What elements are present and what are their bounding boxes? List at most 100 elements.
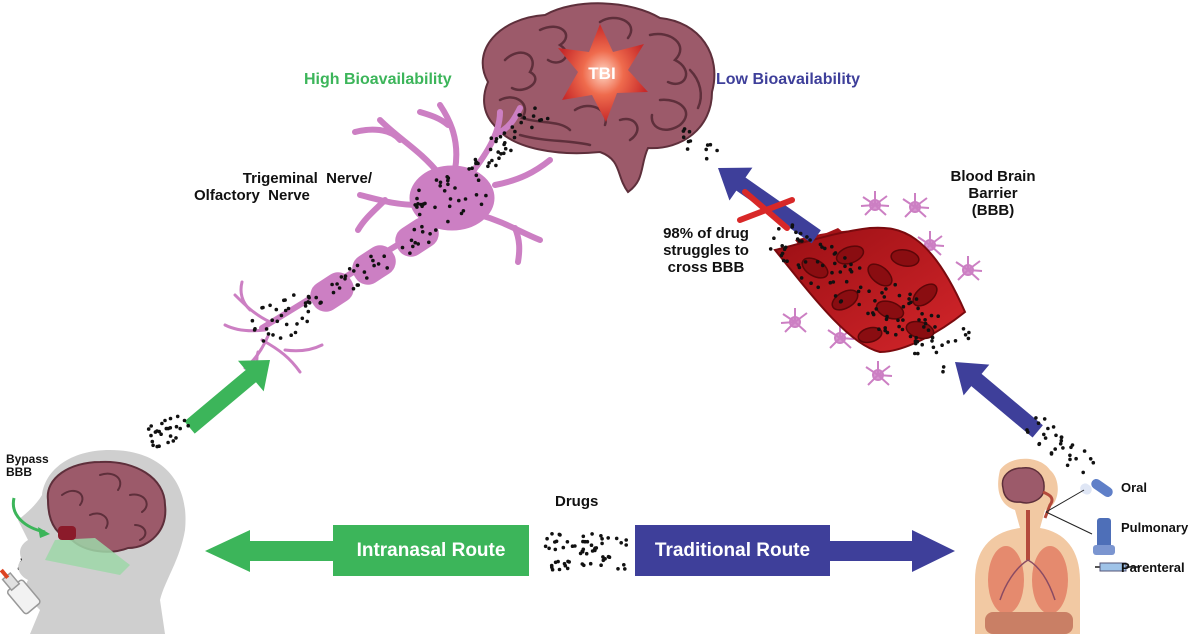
drug-dot xyxy=(779,253,784,258)
oral-pill-icon xyxy=(1080,478,1113,498)
drug-dot xyxy=(489,136,494,140)
bypass-label-line2: BBB xyxy=(6,465,32,480)
drug-dot xyxy=(805,235,809,239)
right-body xyxy=(975,458,1080,634)
drug-dot xyxy=(843,256,847,260)
drug-dot xyxy=(261,305,265,310)
drug-dot xyxy=(509,148,513,153)
drug-dot xyxy=(157,444,161,449)
drug-dot xyxy=(545,536,549,541)
drug-dot xyxy=(844,279,849,284)
drug-dot xyxy=(831,280,836,284)
drug-dot xyxy=(164,426,169,431)
drug-dot xyxy=(704,147,708,152)
drug-dot xyxy=(877,327,881,332)
drug-dot xyxy=(885,314,889,319)
drug-dot xyxy=(278,336,283,340)
drug-dot xyxy=(512,135,517,140)
drug-dot xyxy=(780,244,784,248)
drug-dot xyxy=(335,282,339,286)
drug-dot xyxy=(600,541,604,546)
drug-dot xyxy=(828,280,833,285)
drug-dot xyxy=(270,318,275,323)
drug-dot xyxy=(858,285,863,290)
drug-dot xyxy=(901,304,906,309)
drug-dot xyxy=(1042,432,1046,437)
drug-dot xyxy=(279,313,284,318)
drug-dot xyxy=(479,202,484,207)
drug-dot xyxy=(474,161,478,166)
drug-dot xyxy=(314,295,319,300)
drug-dot xyxy=(420,204,424,209)
drug-dot xyxy=(175,414,180,419)
drug-dot xyxy=(343,274,348,278)
drug-dot xyxy=(880,291,884,295)
drug-dot xyxy=(600,537,604,541)
drug-dot xyxy=(926,328,931,333)
drug-dot xyxy=(518,113,522,117)
drug-dot xyxy=(417,188,421,193)
drug-dot xyxy=(967,330,971,335)
drug-dot xyxy=(496,150,501,154)
drug-dot xyxy=(966,336,971,341)
drug-dot xyxy=(823,246,827,251)
parenteral-label: Parenteral xyxy=(1121,560,1185,575)
drug-dot xyxy=(914,297,919,301)
low-bioavailability-label: Low Bioavailability xyxy=(716,71,861,88)
pulmonary-inhaler-icon xyxy=(1093,518,1115,555)
drug-dot xyxy=(562,561,567,566)
struggle-label-line1: 98% of drug xyxy=(663,225,749,242)
bbb-label-line1: Blood Brain xyxy=(950,168,1036,185)
drug-dot xyxy=(838,300,843,304)
drug-dot xyxy=(897,293,902,298)
drug-dot xyxy=(498,134,503,139)
drug-dot xyxy=(408,251,412,255)
drug-dot xyxy=(438,184,443,188)
drug-dot xyxy=(682,127,687,131)
drug-dot xyxy=(1061,446,1065,450)
drug-dot xyxy=(376,262,381,266)
drug-dot xyxy=(623,567,627,571)
drug-dot xyxy=(900,327,905,332)
drug-dot xyxy=(382,254,387,258)
drug-dot xyxy=(820,245,824,249)
drug-dot xyxy=(566,559,570,564)
drug-dot xyxy=(355,283,360,287)
drug-dot xyxy=(803,260,808,264)
drug-dot xyxy=(151,443,155,448)
drug-dot xyxy=(295,322,299,326)
drug-dot xyxy=(490,158,494,163)
drug-dot xyxy=(554,539,559,544)
drug-dot xyxy=(530,125,534,130)
drug-dot xyxy=(519,120,523,125)
drug-dot xyxy=(1042,417,1047,421)
drug-dot xyxy=(961,327,966,331)
oral-label: Oral xyxy=(1121,480,1148,495)
drug-dot xyxy=(306,294,311,299)
drug-dot xyxy=(843,264,847,269)
bbb-label-line2: Barrier xyxy=(968,184,1018,202)
drug-dot xyxy=(178,426,182,431)
drug-dot xyxy=(318,300,323,305)
drug-dot xyxy=(901,318,905,322)
drug-dot xyxy=(874,307,879,311)
drug-dot xyxy=(833,294,838,298)
drug-dot xyxy=(413,240,418,245)
bypass-label-line1: Bypass xyxy=(6,452,49,466)
drug-dot xyxy=(614,536,619,541)
left-head xyxy=(0,450,186,634)
drug-dot xyxy=(416,202,420,206)
drug-dot xyxy=(268,303,272,308)
drug-dot xyxy=(339,275,344,279)
drug-dot xyxy=(250,318,255,323)
drug-dot xyxy=(565,540,570,544)
drug-dot xyxy=(545,116,550,121)
drug-dot xyxy=(371,258,375,263)
drug-dot xyxy=(816,285,820,290)
drug-dot xyxy=(908,334,913,339)
traditional-route-box: Traditional Route xyxy=(635,525,830,576)
drug-dot xyxy=(182,418,187,423)
drug-dot xyxy=(781,258,786,263)
drug-dot xyxy=(866,311,870,316)
drug-dot xyxy=(933,325,937,329)
